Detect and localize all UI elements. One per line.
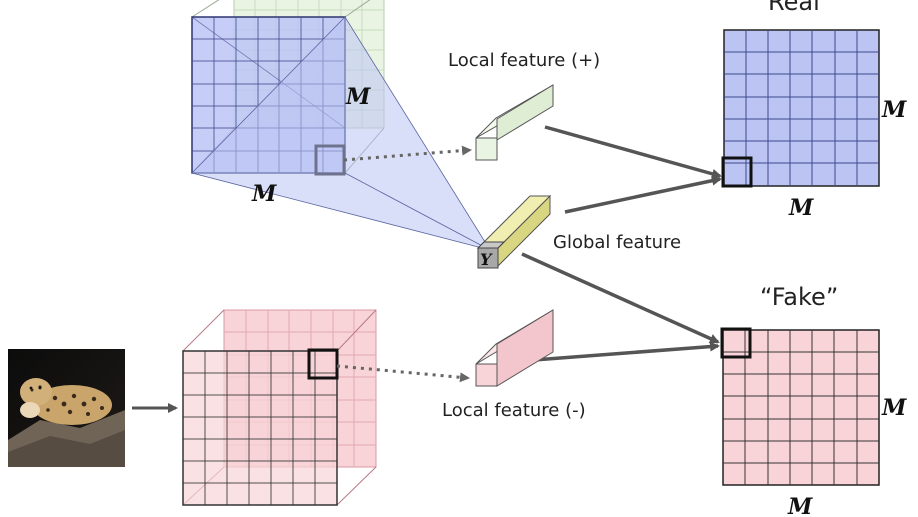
arrow-local-pos-to-real <box>544 125 722 179</box>
local-feature-pos-vector <box>475 84 554 161</box>
cube-label-m-bottom: M <box>251 181 277 207</box>
projection-cone <box>191 16 491 251</box>
real-map-label-m-right: M <box>881 97 907 123</box>
cube-label-m-right: M <box>345 84 371 110</box>
arrow-global-to-fake <box>521 252 720 344</box>
fake-label: “Fake” <box>760 283 838 311</box>
global-feature-vector: Y <box>476 194 552 269</box>
fake-map-cell-highlight <box>720 327 752 359</box>
dotted-arrow-bottom <box>336 364 470 383</box>
dotted-arrow-top <box>343 145 472 162</box>
cube-fake-front-face <box>182 350 338 506</box>
local-feature-neg-vector <box>475 309 554 387</box>
real-label: Real <box>768 0 820 16</box>
local-patch-fake <box>307 348 339 380</box>
y-label: Y <box>480 250 493 269</box>
real-map-label-m-bottom: M <box>788 195 814 221</box>
fake-score-map <box>720 327 880 486</box>
local-feature-neg-label: Local feature (-) <box>442 400 586 421</box>
real-map-cell-highlight <box>721 156 753 188</box>
arrow-global-to-real <box>564 175 722 214</box>
local-feature-pos-label: Local feature (+) <box>448 50 600 71</box>
real-score-map <box>721 29 880 188</box>
fake-map-label-m-right: M <box>881 395 907 421</box>
fake-map-label-m-bottom: M <box>787 494 813 517</box>
encoder-cube-fake <box>182 309 377 506</box>
global-feature-label: Global feature <box>553 232 681 253</box>
input-image-leopard <box>8 349 125 467</box>
arrow-local-neg-to-fake <box>533 341 720 362</box>
